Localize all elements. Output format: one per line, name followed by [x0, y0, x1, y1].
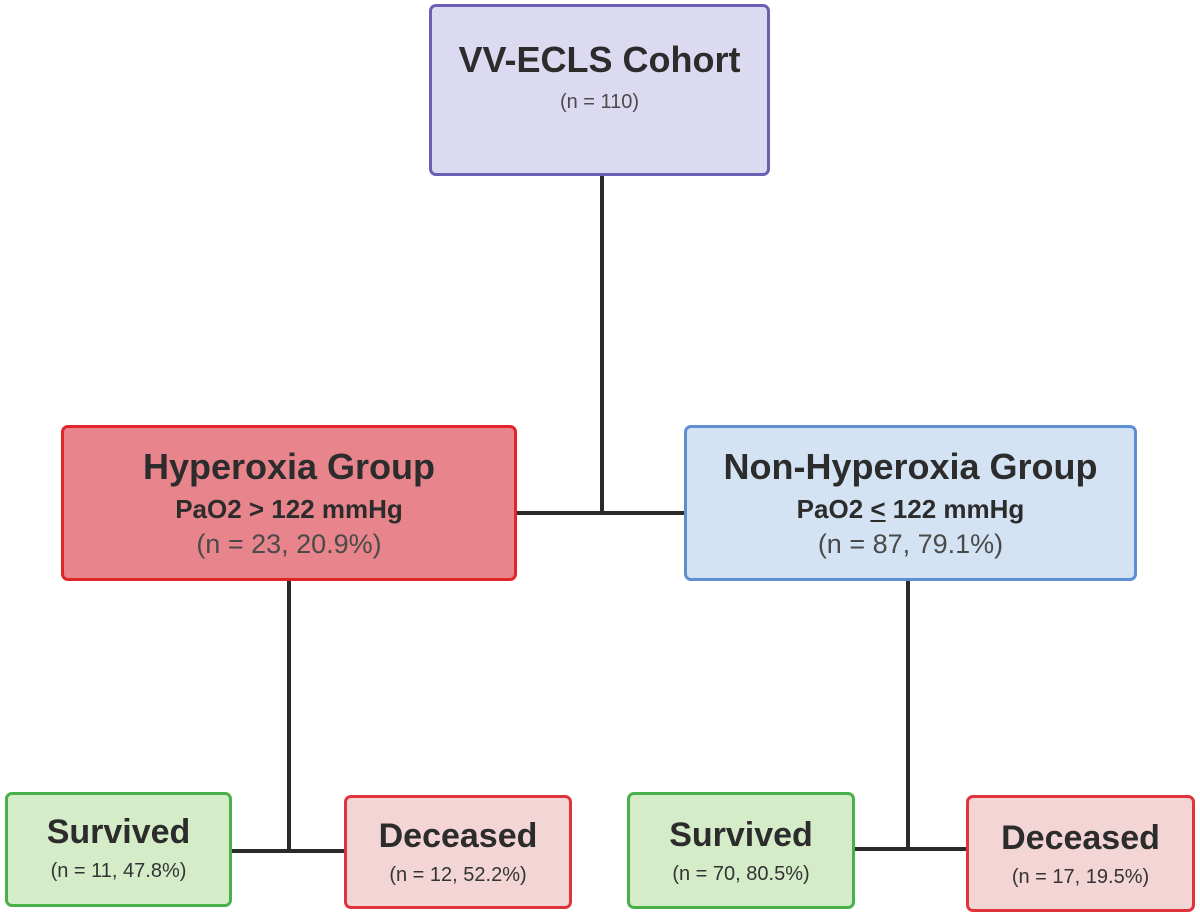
- criterion-prefix: PaO2: [796, 494, 871, 524]
- non-hyperoxia-deceased-count: (n = 17, 19.5%): [1011, 865, 1150, 888]
- cohort-box: VV-ECLS Cohort (n = 110): [429, 4, 770, 176]
- less-than-or-equal-symbol: <: [870, 494, 886, 524]
- criterion-suffix: 122 mmHg: [885, 494, 1025, 524]
- non-hyperoxia-title: Non-Hyperoxia Group: [723, 446, 1098, 487]
- non-hyperoxia-criterion: PaO2 < 122 mmHg: [797, 494, 1025, 525]
- hyperoxia-deceased-title: Deceased: [378, 817, 538, 855]
- hyperoxia-group-box: Hyperoxia Group PaO2 > 122 mmHg (n = 23,…: [61, 425, 517, 581]
- non-hyperoxia-deceased-title: Deceased: [1001, 818, 1160, 857]
- non-hyperoxia-survived-box: Survived (n = 70, 80.5%): [627, 792, 855, 909]
- hyperoxia-survived-box: Survived (n = 11, 47.8%): [5, 792, 232, 907]
- cohort-title: VV-ECLS Cohort: [458, 38, 741, 80]
- non-hyperoxia-group-box: Non-Hyperoxia Group PaO2 < 122 mmHg (n =…: [684, 425, 1137, 581]
- non-hyperoxia-survived-title: Survived: [669, 815, 813, 854]
- non-hyperoxia-survived-count: (n = 70, 80.5%): [672, 862, 810, 885]
- hyperoxia-deceased-count: (n = 12, 52.2%): [389, 864, 527, 886]
- hyperoxia-deceased-box: Deceased (n = 12, 52.2%): [344, 795, 572, 909]
- hyperoxia-criterion: PaO2 > 122 mmHg: [175, 494, 403, 524]
- hyperoxia-survived-count: (n = 11, 47.8%): [50, 859, 187, 882]
- non-hyperoxia-deceased-box: Deceased (n = 17, 19.5%): [966, 795, 1195, 912]
- hyperoxia-survived-title: Survived: [46, 812, 191, 851]
- non-hyperoxia-count: (n = 87, 79.1%): [817, 529, 1004, 559]
- cohort-count: (n = 110): [559, 90, 640, 113]
- hyperoxia-count: (n = 23, 20.9%): [196, 529, 382, 559]
- hyperoxia-title: Hyperoxia Group: [142, 446, 436, 487]
